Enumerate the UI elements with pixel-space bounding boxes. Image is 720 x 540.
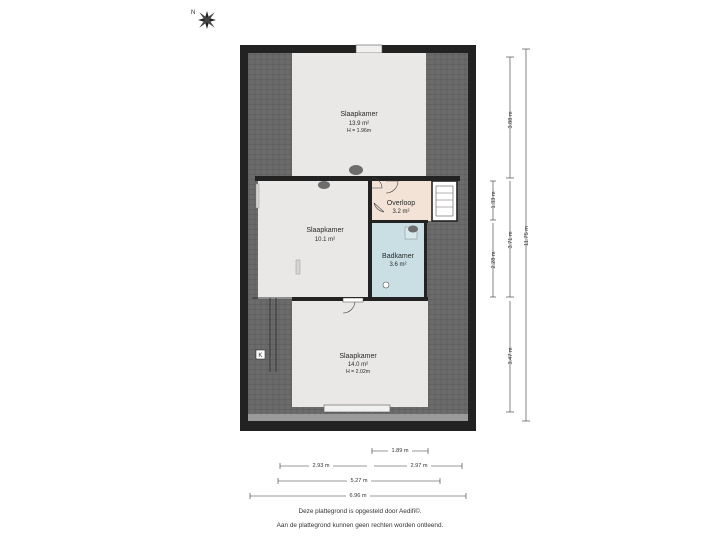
label-badkamer: Badkamer 3.6 m²	[382, 253, 415, 268]
light-fixture-mid	[318, 181, 330, 189]
svg-text:2.93 m: 2.93 m	[312, 463, 329, 469]
interior-wall-upper	[255, 176, 460, 181]
radiator-left	[255, 183, 260, 209]
room-slaapkamer-top-entry	[362, 53, 382, 78]
svg-text:1.33 m: 1.33 m	[491, 191, 497, 208]
svg-text:11.75 m: 11.75 m	[524, 226, 530, 246]
svg-text:3.71 m: 3.71 m	[508, 231, 514, 248]
svg-text:Badkamer: Badkamer	[382, 253, 415, 260]
roof-outline-lines	[252, 297, 292, 372]
interior-wall-bath-top	[372, 220, 428, 223]
svg-text:3.2 m²: 3.2 m²	[392, 209, 409, 215]
room-slaapkamer-top	[292, 53, 426, 178]
light-fixture-top	[349, 165, 363, 175]
footer-credit: Deze plattegrond is opgesteld door Aedif…	[298, 508, 422, 515]
svg-text:Slaapkamer: Slaapkamer	[339, 353, 377, 360]
svg-text:10.1 m²: 10.1 m²	[315, 237, 335, 243]
svg-text:3.88 m: 3.88 m	[508, 111, 514, 128]
radiator-mid	[295, 259, 301, 275]
stairs	[431, 180, 458, 222]
room-slaapkamer-mid-nook	[258, 181, 292, 211]
bath-wall-right	[424, 223, 427, 299]
dimension-labels-vertical: 3.88 m 1.33 m 2.28 m 3.71 m 3.47 m 11.75…	[491, 111, 530, 364]
label-slaapkamer-bottom: Slaapkamer 14.0 m² H = 2.02m	[339, 353, 377, 375]
svg-text:3.6 m²: 3.6 m²	[389, 262, 406, 268]
svg-text:Slaapkamer: Slaapkamer	[340, 111, 378, 118]
svg-text:5.27 m: 5.27 m	[350, 478, 367, 484]
label-overloop: Overloop 3.2 m²	[387, 200, 416, 215]
toilet-icon	[382, 281, 390, 289]
dimension-lines-vertical	[490, 48, 530, 422]
window-top	[355, 44, 383, 54]
svg-text:14.0 m²: 14.0 m²	[348, 362, 368, 368]
room-slaapkamer-bottom	[292, 301, 428, 407]
marker-k-box	[255, 349, 266, 360]
svg-text:Slaapkamer: Slaapkamer	[306, 227, 344, 234]
door-panel-mid	[342, 297, 364, 303]
svg-text:1.89 m: 1.89 m	[391, 448, 408, 454]
svg-text:13.9 m²: 13.9 m²	[349, 121, 369, 127]
svg-text:6.96 m: 6.96 m	[349, 493, 366, 499]
svg-text:Overloop: Overloop	[387, 200, 416, 207]
eaves-strip	[248, 414, 468, 421]
svg-text:3.47 m: 3.47 m	[508, 347, 514, 364]
dimension-labels-horizontal: 1.89 m 2.93 m 2.97 m 5.27 m 6.96 m	[309, 446, 431, 499]
light-fixture-bath	[408, 225, 418, 233]
room-overloop	[372, 181, 434, 221]
svg-text:2.28 m: 2.28 m	[491, 251, 497, 268]
svg-text:2.97 m: 2.97 m	[410, 463, 427, 469]
footer-disclaimer: Aan de plattegrond kunnen geen rechten w…	[276, 522, 444, 529]
compass-north-icon: N	[191, 10, 216, 29]
label-slaapkamer-mid: Slaapkamer 10.1 m²	[306, 227, 344, 243]
interior-wall-vertical	[368, 181, 372, 299]
svg-text:H = 1.96m: H = 1.96m	[347, 128, 371, 134]
label-slaapkamer-top: Slaapkamer 13.9 m² H = 1.96m	[340, 111, 378, 134]
marker-k-label: K	[258, 353, 262, 359]
svg-text:H = 2.02m: H = 2.02m	[346, 369, 370, 375]
compass-letter: N	[191, 10, 195, 16]
window-bottom	[323, 404, 391, 413]
